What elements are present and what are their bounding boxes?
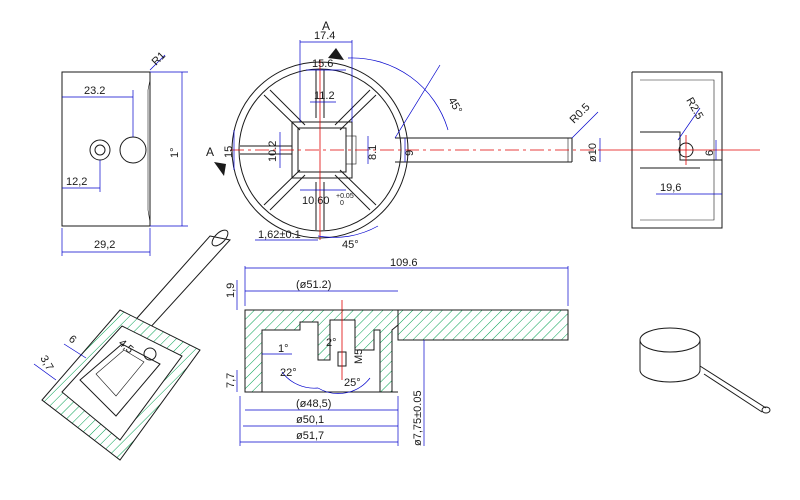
dim-10-2: 10.2 [267,141,279,162]
dim-11-2: 11.2 [314,90,335,102]
dim-r1: R1 [150,50,168,68]
dim-29-2: 29,2 [94,239,115,251]
dim-d50-1: ø50,1 [296,414,324,426]
dim-23-2: 23.2 [84,85,105,97]
dim-d7-75: ø7,75±0.05 [412,390,424,446]
dim-1-9: 1,9 [225,283,237,298]
section-shaft-hatched [397,309,569,341]
dim-6-right: 6 [704,150,716,156]
section-mark-top: A [322,19,330,33]
angle-25: 25° [344,377,361,389]
dim-19-6: 19,6 [660,182,681,194]
dim-10-60: 10.60 [302,195,330,207]
dim-1-62: 1,62±0.1 [258,229,301,241]
dim-one-degree-section: 1° [278,343,289,355]
perspective-top-ellipse [639,327,701,353]
dim-9: 9 [404,150,416,156]
section-mark-left: A [206,145,214,159]
angle-45-top: 45° [445,96,464,116]
tol-zero: 0 [340,200,344,207]
dim-m5: M5 [353,349,365,364]
dim-d51-7: ø51,7 [296,430,324,442]
side-pin-circle [119,136,147,164]
top-view: 17.4 15.6 11.2 15 10.2 8.1 9 10.60 +0.05… [206,19,601,251]
dim-109-6: 109.6 [390,257,418,269]
dim-6-iso: 6 [66,333,78,346]
dim-12-2: 12,2 [66,176,87,188]
dim-r2-5: R2.5 [683,96,705,122]
side-hole-inner [94,144,106,156]
perspective-view [639,327,771,414]
dim-one-degree-side: 1° [169,147,181,158]
side-body-outline [61,71,151,227]
dim-15: 15 [223,146,235,158]
dim-15-6: 15.6 [312,58,333,70]
side-hole-outer [89,139,111,161]
dim-3-7: 3,7 [37,354,55,373]
dim-d10: ø10 [587,143,599,162]
dim-r0-5: R0.5 [568,101,593,126]
right-end-view: R2.5 6 19,6 [600,71,760,229]
dim-d51-2: (ø51.2) [296,279,331,291]
section-body-hatched [244,309,399,393]
dim-7-7: 7,7 [225,373,237,388]
dim-two-degree: 2° [326,337,337,349]
tol-plus: +0.05 [336,193,354,200]
angle-45-bottom: 45° [342,239,359,251]
left-side-view: 23.2 12,2 29,2 1° R1 [61,50,188,256]
section-a-a-view: 109.6 (ø51.2) 1,9 7,7 (ø48,5) ø50,1 ø51,… [225,257,569,446]
isometric-section-view: 3,7 6 4,5 [33,229,231,461]
dim-d48-5: (ø48,5) [296,398,331,410]
dim-8-1: 8.1 [367,145,379,160]
dim-17-4: 17.4 [314,30,335,42]
angle-22: 22° [280,367,297,379]
